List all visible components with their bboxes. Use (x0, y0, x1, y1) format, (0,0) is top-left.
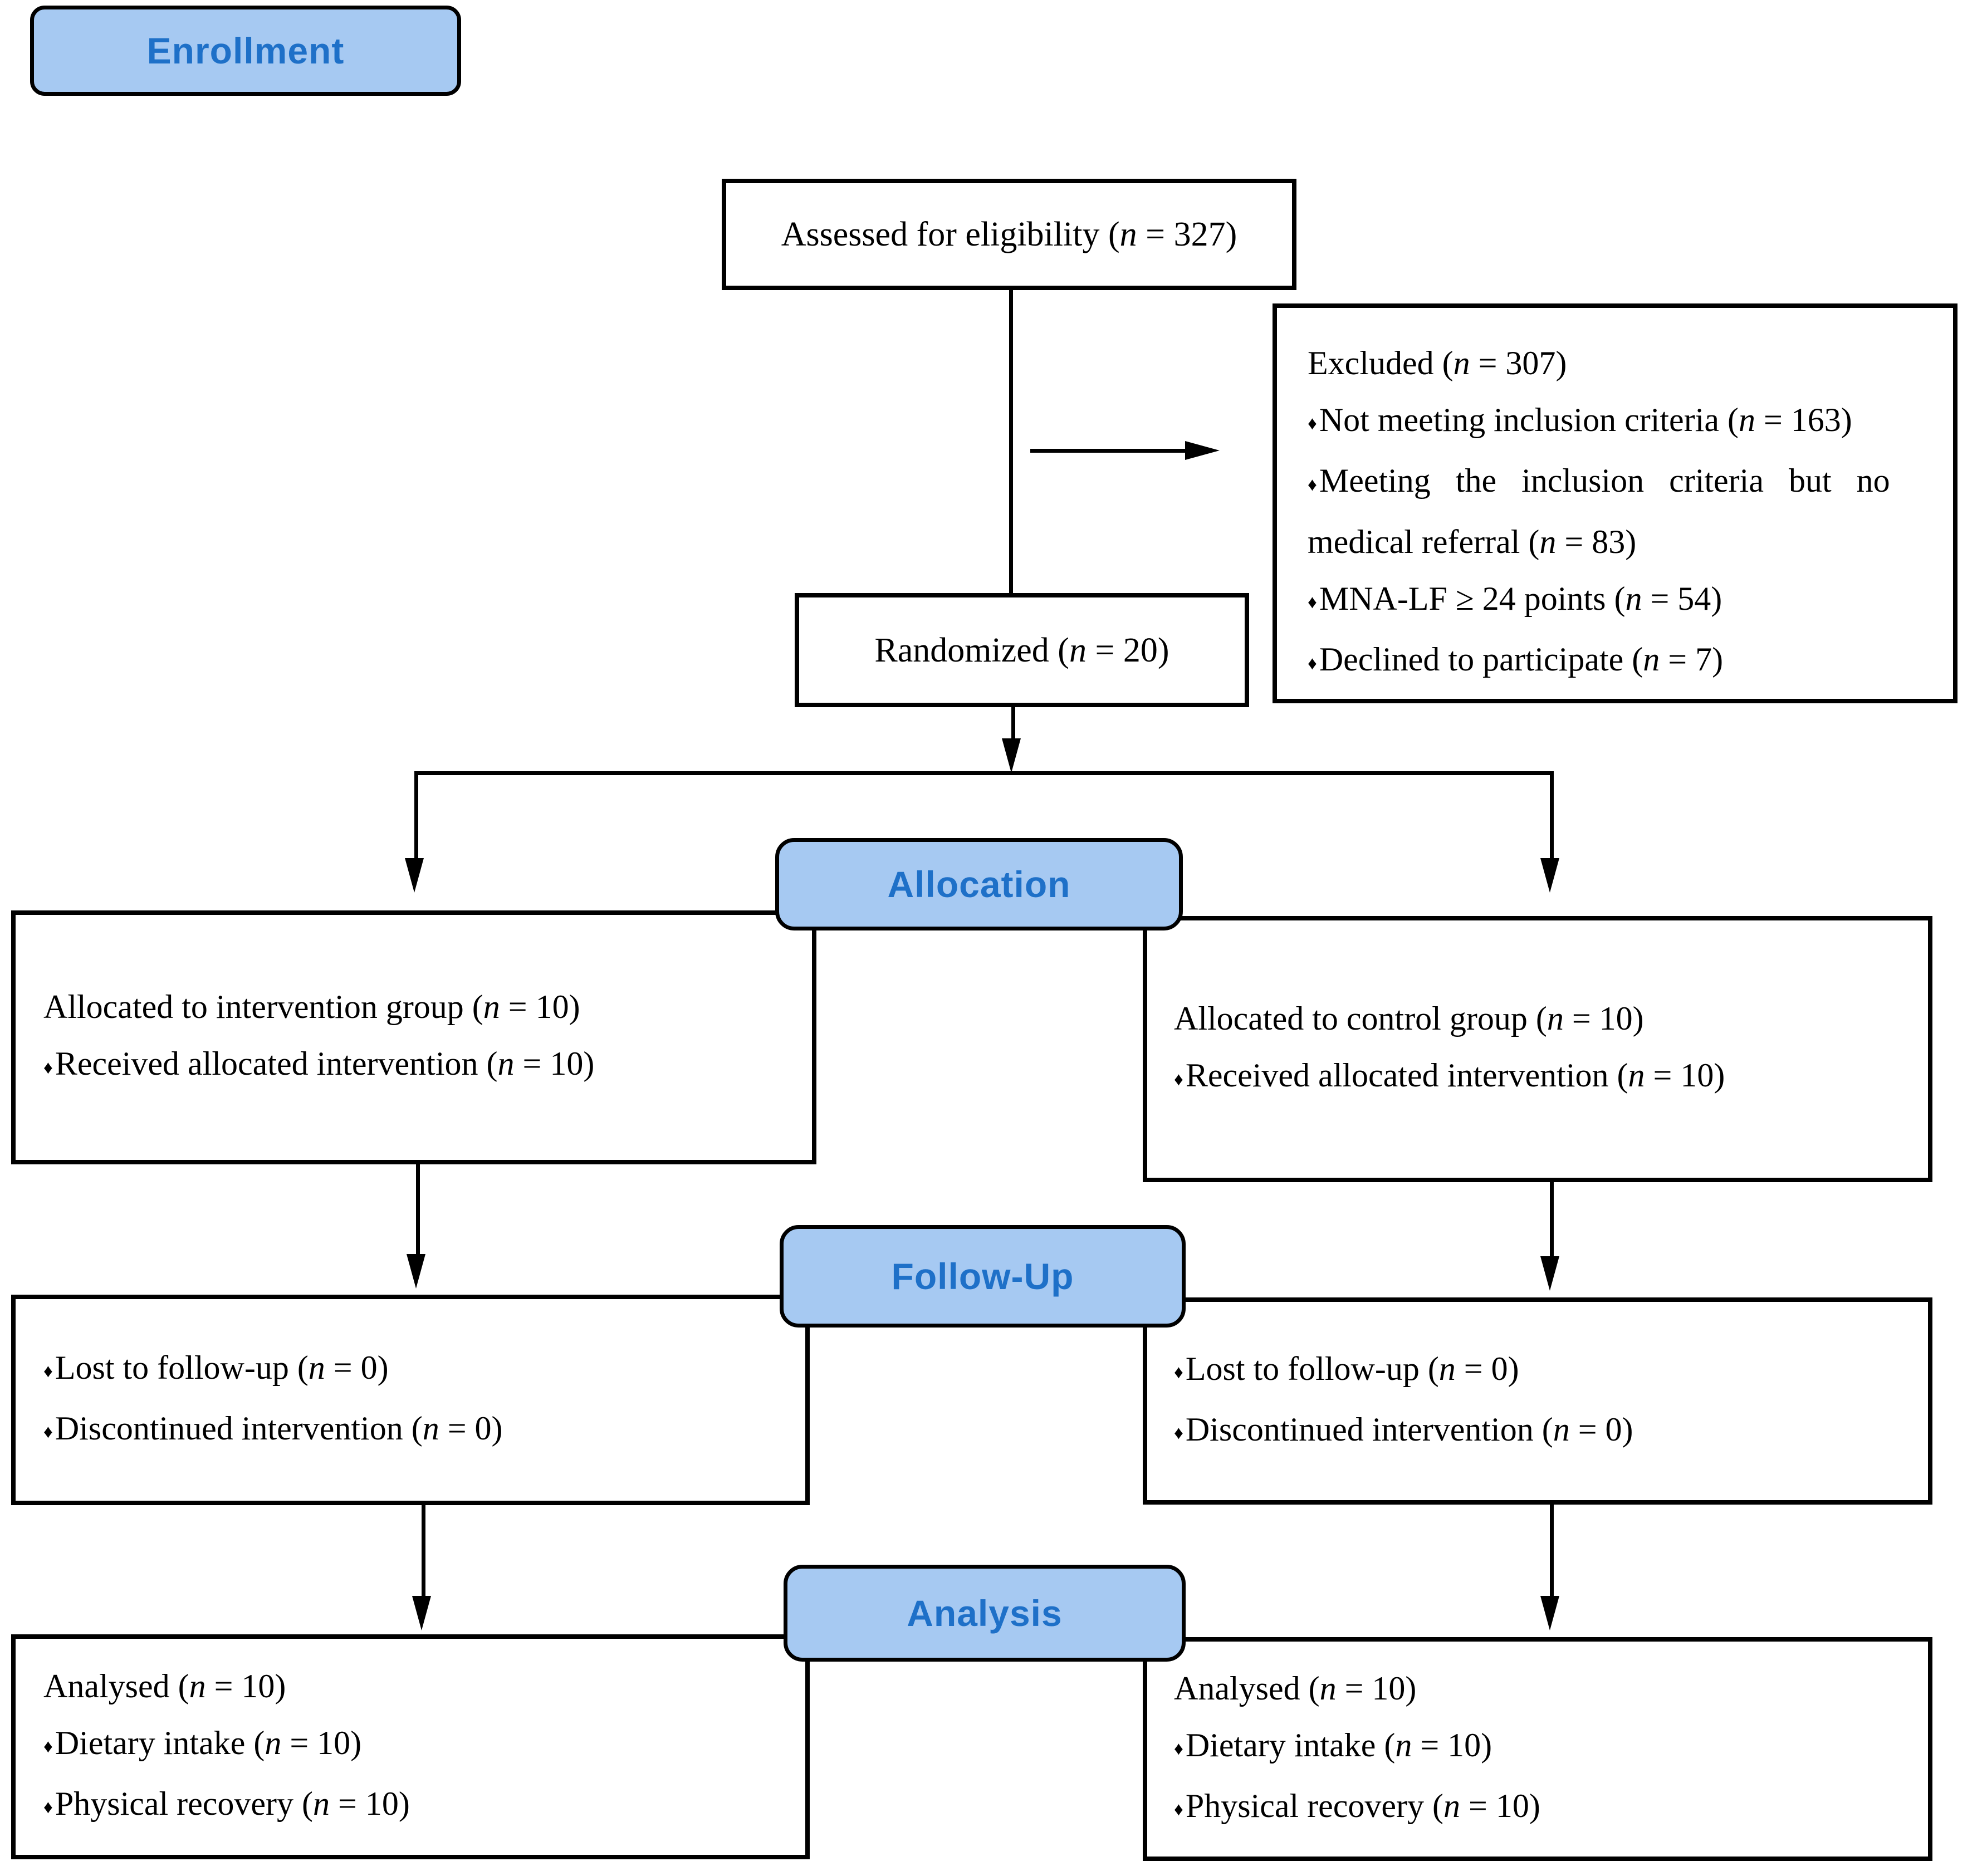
allocation-badge: Allocation (775, 838, 1183, 930)
box-line-text: Discontinued intervention (n = 0) (1185, 1411, 1633, 1448)
allocation-intervention-box: Allocated to intervention group (n = 10)… (11, 910, 816, 1164)
excluded-arrow-shaft (1030, 449, 1187, 453)
box-line: Analysed (n = 10) (1174, 1660, 1928, 1717)
box-line: Analysed (n = 10) (43, 1658, 805, 1715)
diamond-bullet-icon: ♦ (1308, 414, 1317, 434)
branch-right-arrow-shaft (1550, 771, 1554, 859)
alloc-left-to-followup-arrow-shaft (416, 1163, 420, 1256)
box-line-text: Not meeting inclusion criteria (n = 163) (1319, 401, 1852, 438)
analysis-badge: Analysis (784, 1565, 1186, 1662)
box-line-text: Discontinued intervention (n = 0) (55, 1410, 503, 1447)
box-line: Allocated to intervention group (n = 10) (43, 978, 812, 1035)
diamond-bullet-icon: ♦ (1308, 653, 1317, 674)
diamond-bullet-icon: ♦ (1308, 592, 1317, 613)
box-line: medical referral (n = 83) (1308, 513, 1939, 570)
diamond-bullet-icon: ♦ (43, 1737, 53, 1757)
box-line: ♦Meeting the inclusion criteria but no (1308, 452, 1939, 513)
box-line-text: Analysed (n = 10) (1174, 1669, 1417, 1707)
box-line-text: Dietary intake (n = 10) (1185, 1726, 1492, 1764)
diamond-bullet-icon: ♦ (1174, 1739, 1183, 1759)
assessed-box: Assessed for eligibility (n = 327) (722, 179, 1296, 290)
branch-right-arrowhead-icon (1540, 858, 1559, 893)
box-line-text: MNA-LF ≥ 24 points (n = 54) (1319, 580, 1722, 617)
branch-left-arrowhead-icon (405, 858, 424, 893)
box-line-text: Analysed (n = 10) (43, 1667, 286, 1704)
diamond-bullet-icon: ♦ (43, 1057, 53, 1078)
box-line: ♦Lost to follow-up (n = 0) (1174, 1340, 1928, 1401)
box-line: Allocated to control group (n = 10) (1174, 990, 1928, 1047)
diamond-bullet-icon: ♦ (1174, 1423, 1183, 1444)
box-line: Assessed for eligibility (n = 327) (781, 206, 1237, 263)
assessed-to-randomized-line (1009, 288, 1013, 593)
randomized-to-branch-line (1011, 706, 1015, 742)
box-line: ♦MNA-LF ≥ 24 points (n = 54) (1308, 570, 1939, 631)
follow-up-badge: Follow-Up (780, 1225, 1186, 1328)
diamond-bullet-icon: ♦ (43, 1797, 53, 1818)
box-line-text: Lost to follow-up (n = 0) (55, 1349, 389, 1386)
alloc-left-to-followup-arrowhead-icon (407, 1254, 425, 1289)
box-line: ♦Not meeting inclusion criteria (n = 163… (1308, 391, 1939, 452)
alloc-right-to-followup-arrowhead-icon (1540, 1256, 1559, 1291)
box-line: ♦Received allocated intervention (n = 10… (43, 1035, 812, 1096)
box-line-text: Allocated to intervention group (n = 10) (43, 988, 580, 1026)
diamond-bullet-icon: ♦ (1174, 1363, 1183, 1383)
followup-left-to-analysis-arrow-shaft (422, 1503, 425, 1597)
box-line: ♦Discontinued intervention (n = 0) (1174, 1401, 1928, 1462)
box-line: ♦Physical recovery (n = 10) (43, 1775, 805, 1836)
box-line: ♦Declined to participate (n = 7) (1308, 631, 1939, 692)
excluded-box: Excluded (n = 307)♦Not meeting inclusion… (1273, 303, 1957, 703)
box-line: ♦Dietary intake (n = 10) (1174, 1717, 1928, 1777)
box-line-text: Dietary intake (n = 10) (55, 1724, 362, 1761)
randomized-branch-arrowhead-icon (1002, 738, 1021, 773)
followup-control-box: ♦Lost to follow-up (n = 0)♦Discontinued … (1143, 1297, 1932, 1505)
box-line: Randomized (n = 20) (874, 622, 1169, 679)
box-line: ♦Received allocated intervention (n = 10… (1174, 1047, 1928, 1108)
diamond-bullet-icon: ♦ (43, 1422, 53, 1443)
box-line-text: Lost to follow-up (n = 0) (1185, 1350, 1519, 1387)
enrollment-badge: Enrollment (30, 6, 461, 96)
randomized-box: Randomized (n = 20) (795, 593, 1249, 707)
box-line: ♦Lost to follow-up (n = 0) (43, 1339, 805, 1400)
diamond-bullet-icon: ♦ (1308, 474, 1317, 495)
box-line-text: Received allocated intervention (n = 10) (1185, 1057, 1725, 1094)
box-line: ♦Discontinued intervention (n = 0) (43, 1400, 805, 1461)
alloc-right-to-followup-arrow-shaft (1550, 1182, 1554, 1258)
box-line: ♦Physical recovery (n = 10) (1174, 1777, 1928, 1838)
followup-left-to-analysis-arrowhead-icon (412, 1596, 431, 1630)
box-line-text: Excluded (n = 307) (1308, 345, 1567, 381)
analysis-control-box: Analysed (n = 10)♦Dietary intake (n = 10… (1143, 1637, 1932, 1861)
analysis-intervention-box: Analysed (n = 10)♦Dietary intake (n = 10… (11, 1634, 810, 1859)
box-line: ♦Dietary intake (n = 10) (43, 1715, 805, 1775)
box-line-text: Meeting the inclusion criteria but no (1319, 462, 1890, 499)
box-line-text: Physical recovery (n = 10) (1185, 1787, 1540, 1824)
branch-line (414, 771, 1554, 775)
box-line-text: Declined to participate (n = 7) (1319, 641, 1724, 678)
box-line-text: Received allocated intervention (n = 10) (55, 1045, 595, 1083)
box-line: Excluded (n = 307) (1308, 335, 1939, 391)
box-line-text: Assessed for eligibility (n = 327) (781, 215, 1237, 253)
branch-left-arrow-shaft (414, 771, 418, 859)
diamond-bullet-icon: ♦ (43, 1361, 53, 1382)
box-line-text: medical referral (n = 83) (1308, 523, 1637, 560)
followup-right-to-analysis-arrow-shaft (1550, 1503, 1554, 1597)
excluded-arrowhead-icon (1185, 441, 1220, 460)
followup-right-to-analysis-arrowhead-icon (1540, 1596, 1559, 1630)
diamond-bullet-icon: ♦ (1174, 1800, 1183, 1820)
box-line-text: Physical recovery (n = 10) (55, 1785, 410, 1822)
box-line-text: Allocated to control group (n = 10) (1174, 1000, 1644, 1037)
box-line-text: Randomized (n = 20) (874, 631, 1169, 669)
diamond-bullet-icon: ♦ (1174, 1069, 1183, 1090)
allocation-control-box: Allocated to control group (n = 10) ♦Rece… (1143, 916, 1932, 1182)
followup-intervention-box: ♦Lost to follow-up (n = 0)♦Discontinued … (11, 1295, 810, 1505)
